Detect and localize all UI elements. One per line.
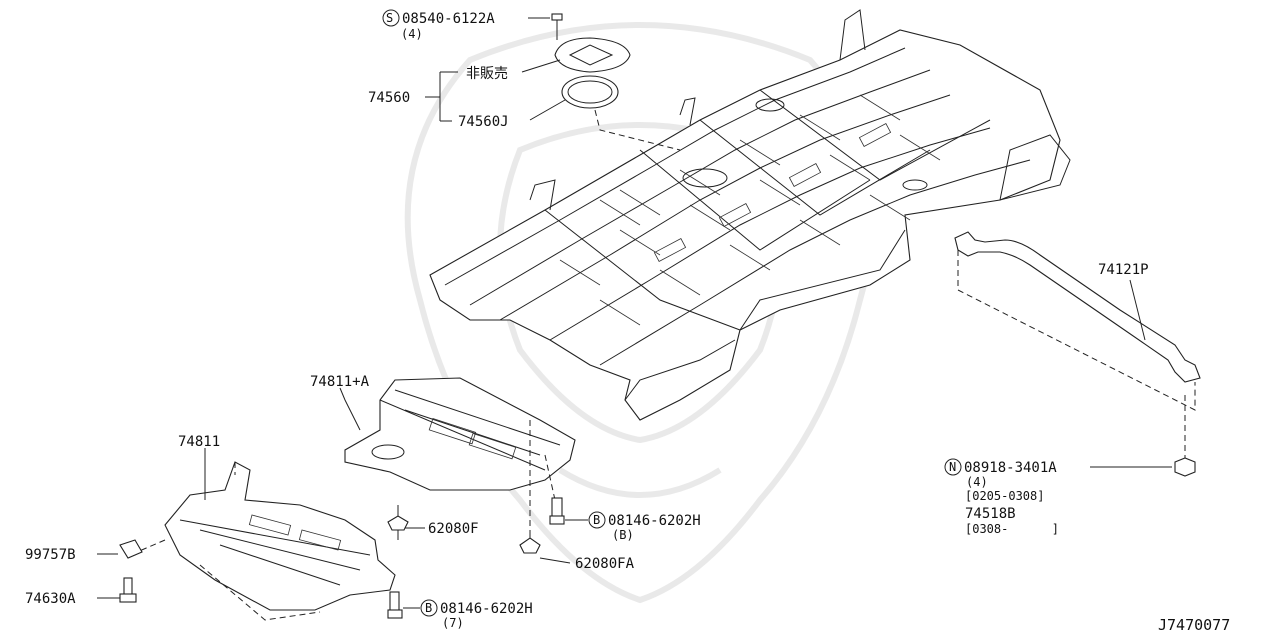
b-circle-icon (420, 599, 438, 617)
screw-s-part: 08540-6122A (402, 11, 495, 27)
label-74518B-range: [0308- ] (965, 522, 1059, 536)
label-74811: 74811 (178, 434, 220, 450)
nut-n-range: [0205-0308] (965, 489, 1044, 503)
n-circle-icon (944, 458, 962, 476)
bolt-b1-qty: (B) (612, 528, 634, 542)
label-74560: 74560 (368, 90, 410, 106)
diagram-code: J7470077 (1158, 616, 1230, 634)
label-62080F: 62080F (428, 521, 479, 537)
rod-74121P-drawing (954, 231, 1201, 460)
label-99757B: 99757B (25, 547, 76, 563)
bolt-b2-prefix: B (425, 601, 432, 615)
bolt-b2-part: 08146-6202H (440, 601, 533, 617)
bolt-b1-part: 08146-6202H (608, 513, 701, 529)
label-62080FA: 62080FA (575, 556, 635, 572)
label-74630A: 74630A (25, 591, 76, 607)
undercover-74811-drawing (129, 461, 396, 621)
bolt-b1-prefix: B (593, 513, 600, 527)
label-74560J: 74560J (458, 114, 509, 130)
cover-74560-drawing (551, 13, 631, 109)
floor-panel-drawing (429, 9, 1071, 421)
nut-n-part: 08918-3401A (964, 460, 1057, 476)
not-for-sale-label: 非販売 (466, 66, 508, 82)
leader-lines (97, 17, 1172, 609)
fasteners-drawing (119, 457, 1196, 619)
screw-s-prefix: S (386, 11, 393, 25)
undercover-74811A-drawing (344, 377, 576, 535)
label-74811A: 74811+A (310, 374, 370, 390)
b-circle-icon (588, 511, 606, 529)
labels: S 08540-6122A (4) 非販売 74560 74560J 74121… (25, 9, 1230, 634)
bolt-b2-qty: (7) (442, 616, 464, 630)
s-circle-icon (382, 9, 400, 27)
screw-s-qty: (4) (401, 27, 423, 41)
nut-n-qty: (4) (966, 475, 988, 489)
label-74121P: 74121P (1098, 262, 1149, 278)
label-74518B: 74518B (965, 506, 1016, 522)
nut-n-prefix: N (949, 460, 956, 474)
